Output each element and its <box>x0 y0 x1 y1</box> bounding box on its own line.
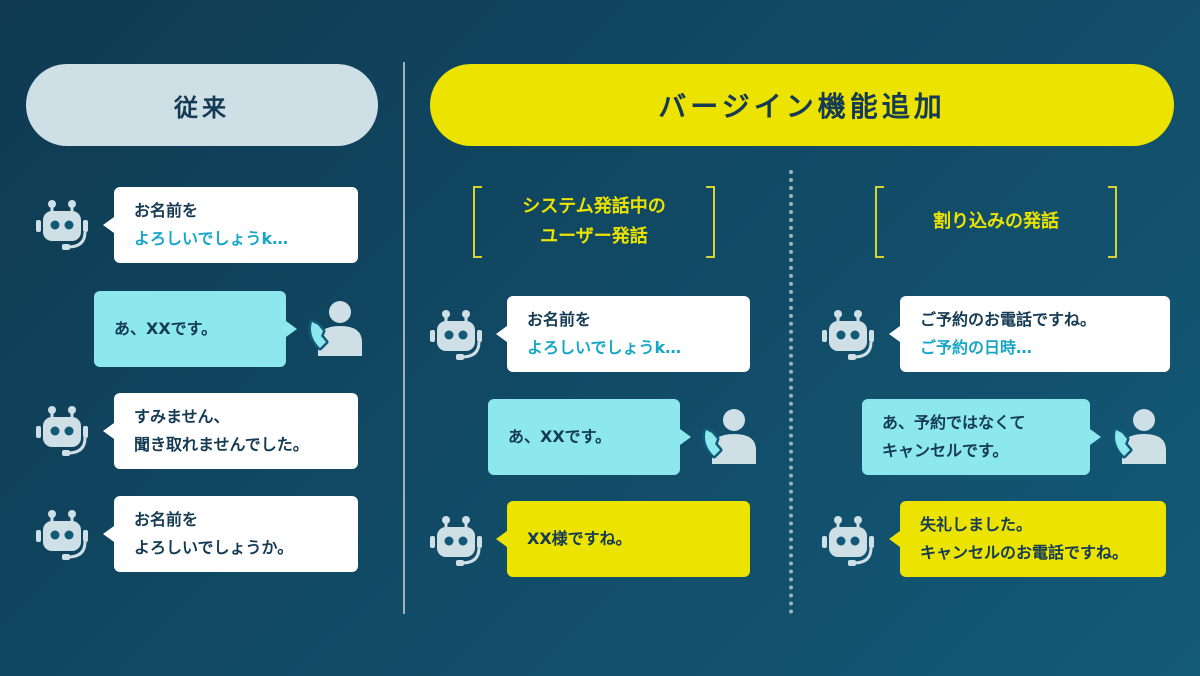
bracket-right <box>706 186 715 258</box>
robot-headset-icon <box>36 510 88 560</box>
bubble-text: あ、XXです。 <box>508 427 612 446</box>
bubble-tail <box>1090 429 1101 445</box>
bot-bubble: XX様ですね。 <box>507 501 750 577</box>
bot-bubble: すみません、 聞き取れませんでした。 <box>114 393 358 469</box>
user-phone-icon <box>308 301 362 356</box>
bubble-text: よろしいでしょうか。 <box>134 538 294 557</box>
bubble-text: ご予約のお電話ですね。 <box>920 310 1097 329</box>
bracket-left <box>473 186 482 258</box>
bubble-text: すみません、 <box>134 407 230 426</box>
bot-bubble: お名前を よろしいでしょうか。 <box>114 496 358 572</box>
header-conventional: 従来 <box>26 64 378 146</box>
bracket-left <box>875 186 884 258</box>
robot-headset-icon <box>36 406 88 456</box>
bubble-text: お名前を <box>134 201 199 220</box>
header-conventional-label: 従来 <box>174 93 230 122</box>
user-bubble: あ、予約ではなくて キャンセルです。 <box>862 399 1090 475</box>
dotted-divider <box>789 170 793 614</box>
robot-headset-icon <box>822 310 874 360</box>
bot-bubble: 失礼しました。 キャンセルのお電話ですね。 <box>900 501 1166 577</box>
subheader-user-speech: システム発話中の ユーザー発話 <box>482 186 706 258</box>
bubble-text: お名前を <box>134 510 199 529</box>
robot-headset-icon <box>36 200 88 250</box>
bubble-text: 失礼しました。 <box>920 515 1033 534</box>
bubble-tail <box>103 526 114 542</box>
subheader-user-speech-line2: ユーザー発話 <box>540 226 648 247</box>
bracket-right <box>1108 186 1117 258</box>
subheader-user-speech-line1: システム発話中の <box>522 196 666 217</box>
bot-bubble: お名前を よろしいでしょうk… <box>114 187 358 263</box>
bubble-tail <box>103 423 114 439</box>
bubble-text: 聞き取れませんでした。 <box>134 435 309 454</box>
header-barge-in-label: バージイン機能追加 <box>658 90 946 123</box>
bubble-text: キャンセルです。 <box>882 441 1009 460</box>
column-divider <box>403 62 405 614</box>
bubble-text: あ、XXです。 <box>114 319 218 338</box>
header-barge-in: バージイン機能追加 <box>430 64 1174 146</box>
user-phone-icon <box>1112 409 1166 464</box>
bubble-tail <box>496 531 507 547</box>
bubble-tail <box>889 326 900 342</box>
bubble-text: キャンセルのお電話ですね。 <box>920 543 1129 562</box>
robot-headset-icon <box>430 310 482 360</box>
user-phone-icon <box>702 409 756 464</box>
bubble-text-highlight: ご予約の日時… <box>920 338 1033 357</box>
user-bubble: あ、XXです。 <box>94 291 286 367</box>
bubble-text-highlight: よろしいでしょうk… <box>134 229 289 248</box>
bubble-tail <box>496 326 507 342</box>
bubble-text: XX様ですね。 <box>527 529 632 548</box>
robot-headset-icon <box>822 516 874 566</box>
bubble-tail <box>680 429 691 445</box>
bubble-tail <box>103 217 114 233</box>
bubble-text: お名前を <box>527 310 592 329</box>
subheader-interrupt: 割り込みの発話 <box>884 186 1108 258</box>
robot-headset-icon <box>430 516 482 566</box>
bubble-tail <box>889 531 900 547</box>
bot-bubble: ご予約のお電話ですね。 ご予約の日時… <box>900 296 1170 372</box>
subheader-interrupt-label: 割り込みの発話 <box>933 211 1059 232</box>
user-bubble: あ、XXです。 <box>488 399 680 475</box>
bubble-text-highlight: よろしいでしょうk… <box>527 338 682 357</box>
bubble-tail <box>286 321 297 337</box>
bubble-text: あ、予約ではなくて <box>882 413 1026 432</box>
bot-bubble: お名前を よろしいでしょうk… <box>507 296 750 372</box>
